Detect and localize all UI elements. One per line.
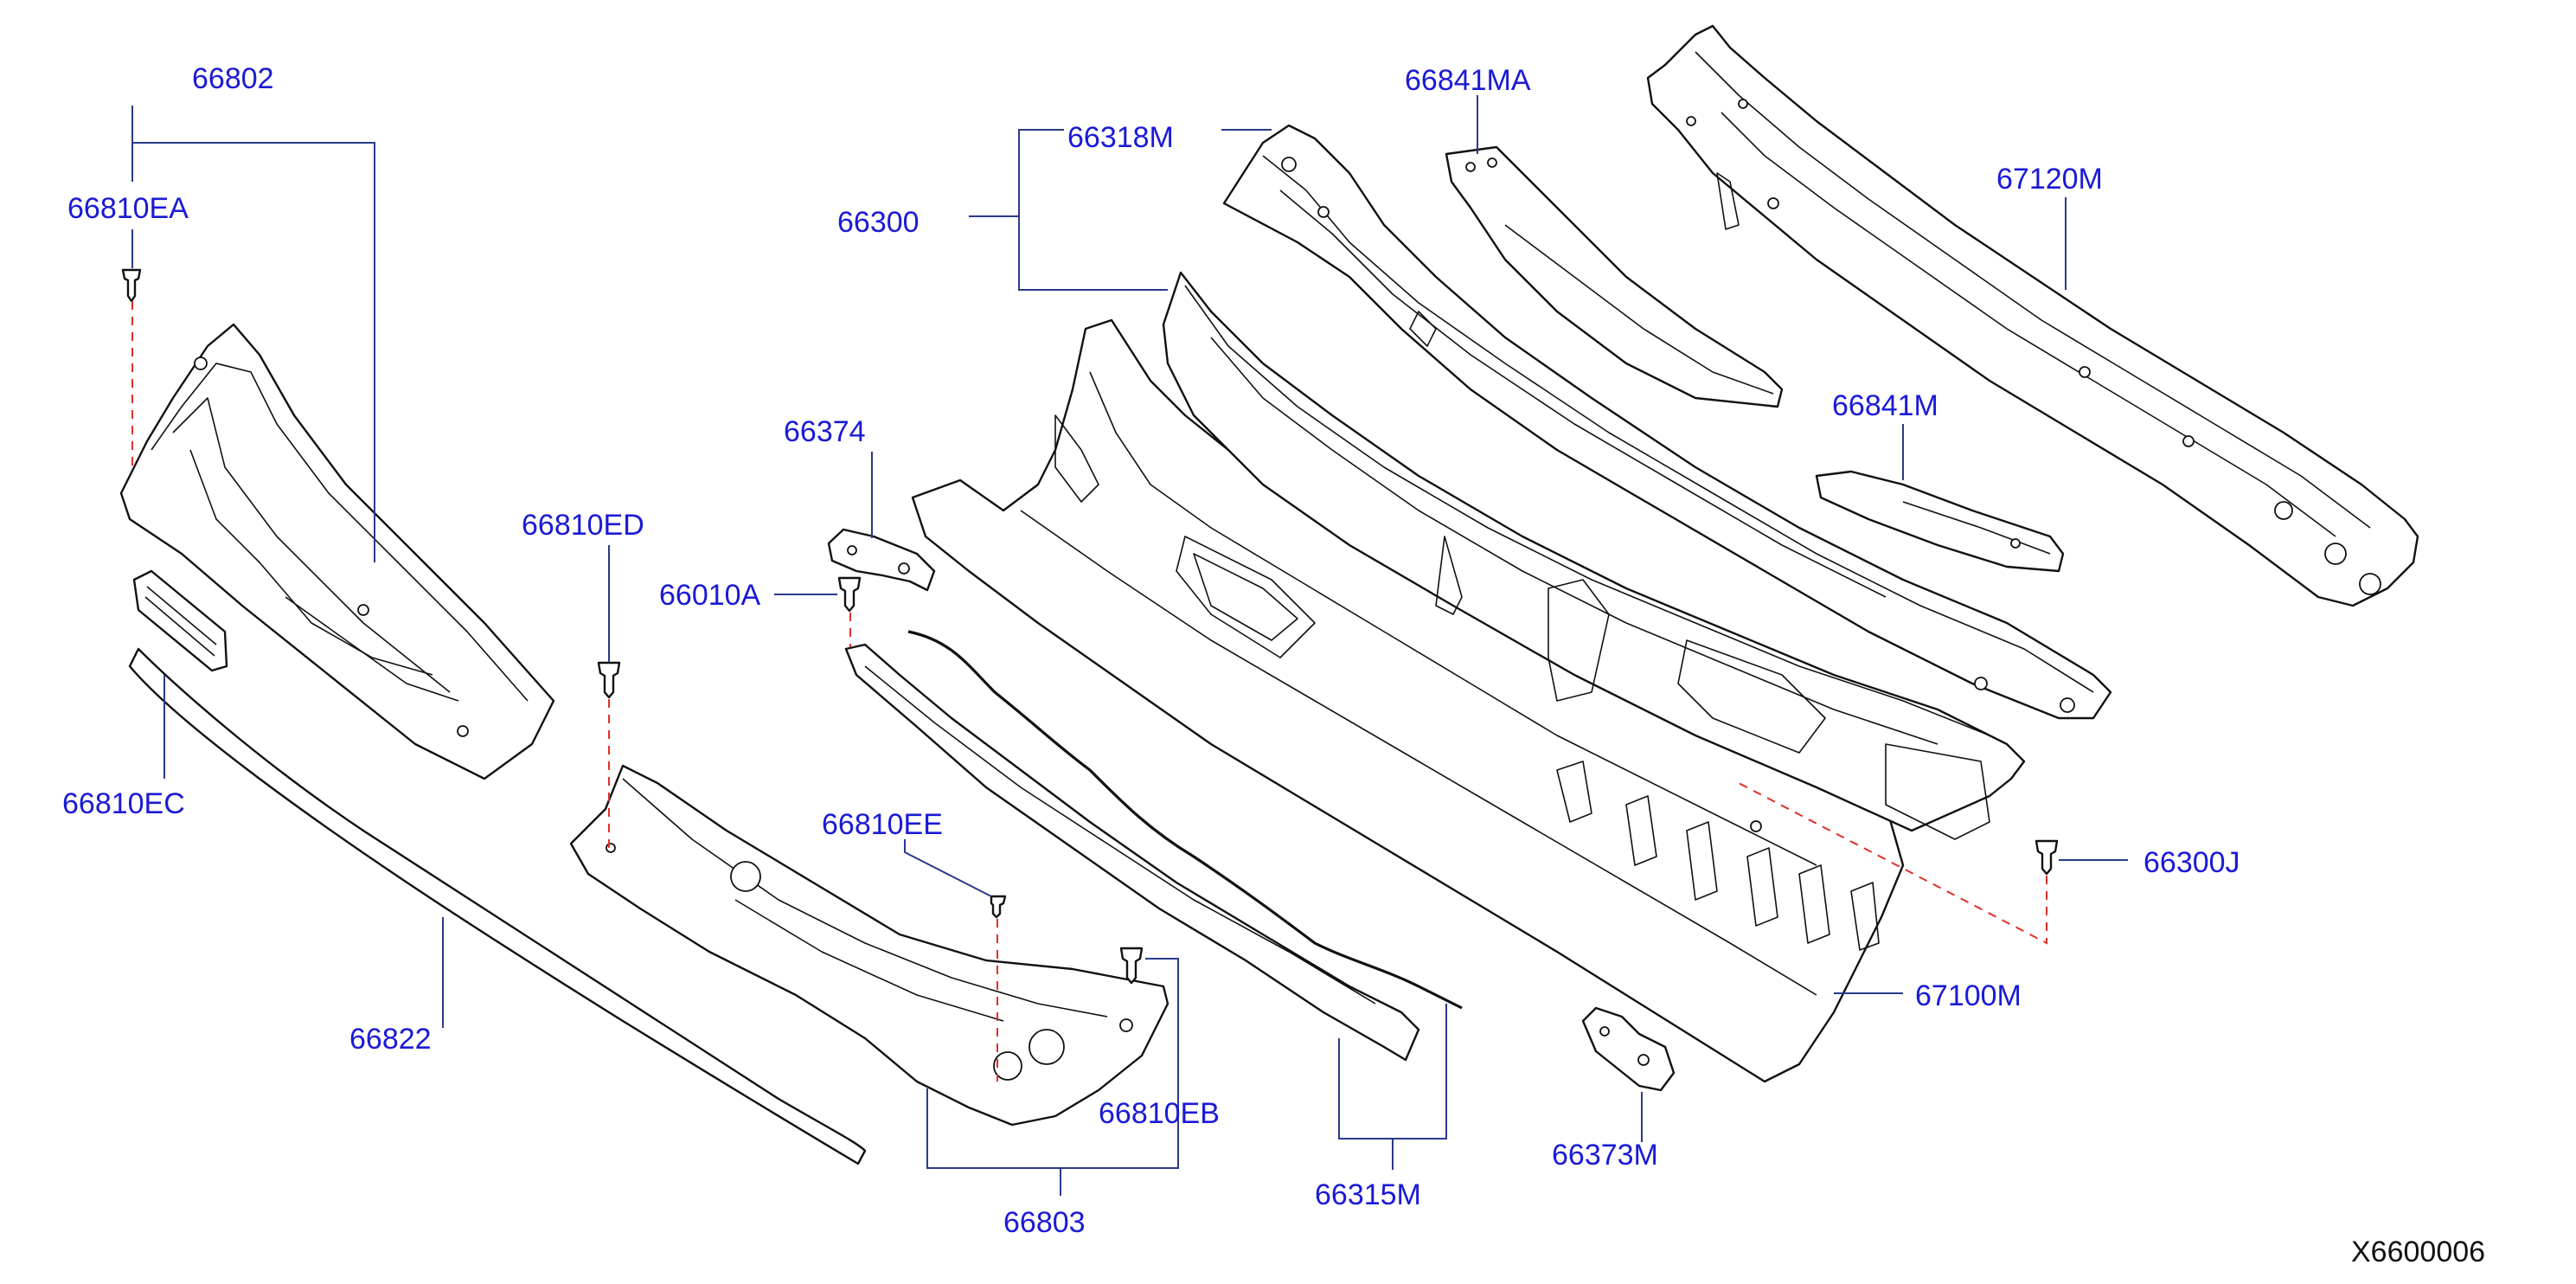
label-66373M: 66373M	[1552, 1139, 1658, 1172]
label-66374: 66374	[784, 415, 866, 448]
clip-66010A	[837, 576, 862, 613]
reinforcement-66841M	[1815, 470, 2065, 573]
label-66841MA: 66841MA	[1405, 64, 1531, 97]
clip-66300J	[2035, 839, 2059, 876]
cowl-cross-member-67120M	[1646, 24, 2419, 607]
cowl-grille-insert	[132, 569, 228, 672]
clip-66810EA	[121, 268, 142, 303]
label-66810EC: 66810EC	[62, 787, 185, 820]
clip-66810ED	[597, 661, 621, 699]
cowl-seal-rubber	[128, 647, 867, 1165]
label-66810ED: 66810ED	[522, 509, 644, 542]
label-66822: 66822	[349, 1023, 432, 1056]
label-66803: 66803	[1003, 1206, 1086, 1239]
cowl-top-66318M	[1222, 124, 2112, 720]
bracket-66374	[827, 528, 936, 592]
dash-seal-wire	[907, 630, 1463, 1010]
label-66810EE: 66810EE	[822, 808, 943, 841]
reinforcement-66841MA	[1445, 145, 1784, 408]
label-66810EA: 66810EA	[67, 192, 189, 225]
label-66841M: 66841M	[1832, 389, 1938, 422]
label-66300: 66300	[837, 206, 920, 239]
label-66300J: 66300J	[2143, 846, 2240, 879]
dash-upper-panel-67100M	[911, 318, 1905, 1083]
label-66810EB: 66810EB	[1099, 1097, 1220, 1130]
label-66010A: 66010A	[659, 579, 761, 612]
cowl-top-cover-left	[119, 323, 555, 780]
label-66802: 66802	[192, 62, 274, 95]
diagram-reference-code: X6600006	[2351, 1236, 2485, 1268]
dash-cowl-66300	[1162, 271, 2026, 840]
label-67100M: 67100M	[1915, 979, 2022, 1012]
cowl-top-cover-right	[569, 764, 1169, 1127]
label-66315M: 66315M	[1315, 1178, 1421, 1211]
leader-lines	[131, 95, 2128, 1196]
label-67120M: 67120M	[1996, 163, 2103, 196]
clip-66810EE	[990, 895, 1007, 919]
clip-66810EB	[1119, 947, 1144, 985]
bracket-66373M	[1581, 1006, 1676, 1092]
label-66318M: 66318M	[1067, 121, 1174, 154]
dash-seal-66315M	[844, 643, 1420, 1062]
